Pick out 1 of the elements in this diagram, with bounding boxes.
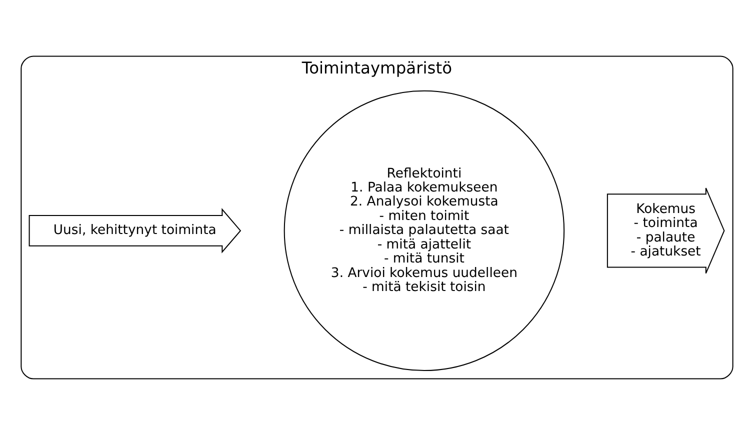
node-circle: Reflektointi 1. Palaa kokemukseen 2. Analysoi kokemusta - miten toimit - millaista palautetta saat - mitä ajattelit - mitä tunsit 3. Arvioi kokemus uudelleen - mitä tekisit toisin (283, 90, 564, 371)
